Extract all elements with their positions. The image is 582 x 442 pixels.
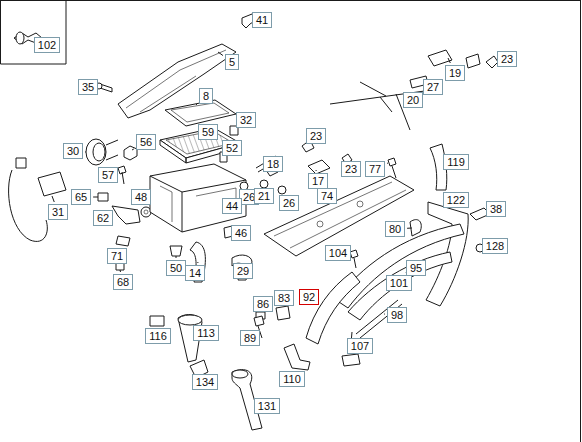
- leader-line: [448, 58, 450, 63]
- callout-number: 46: [231, 225, 251, 241]
- callout-number: 80: [385, 221, 405, 237]
- callout-number: 5: [225, 54, 239, 70]
- callout-number: 21: [254, 188, 274, 204]
- callout-number: 131: [254, 398, 280, 414]
- callout-number: 71: [107, 248, 127, 264]
- callout-number: 107: [347, 338, 373, 354]
- callout-number: 27: [423, 79, 443, 95]
- leader-line: [196, 104, 198, 106]
- callout-number: 29: [233, 263, 253, 279]
- callout-number: 20: [403, 92, 423, 108]
- callout-number: 102: [34, 37, 60, 53]
- callout-number: 134: [192, 374, 218, 390]
- callout-number: 41: [252, 12, 272, 28]
- callout-number: 95: [406, 260, 426, 276]
- leader-line: [197, 262, 198, 263]
- leader-line: [387, 163, 389, 164]
- leader-line: [316, 170, 317, 171]
- callout-number: 23: [497, 51, 517, 67]
- callout-number: 86: [253, 296, 273, 312]
- callout-number: 98: [387, 307, 407, 323]
- callout-number: 83: [274, 290, 294, 306]
- leader-line: [93, 197, 98, 198]
- callout-number: 50: [166, 260, 186, 276]
- callout-number: 113: [193, 325, 219, 341]
- callout-number: 8: [199, 88, 213, 104]
- callout-number: 44: [222, 198, 242, 214]
- callout-number: 116: [145, 328, 171, 344]
- callout-number: 19: [445, 65, 465, 81]
- callout-number: 48: [131, 189, 151, 205]
- callout-number: 52: [222, 140, 242, 156]
- callout-number: 56: [136, 134, 156, 150]
- callout-number: 26: [279, 195, 299, 211]
- callout-number: 18: [263, 156, 283, 172]
- callout-number: 17: [308, 173, 328, 189]
- leader-line: [218, 52, 223, 56]
- callout-number: 104: [325, 245, 351, 261]
- leader-line: [85, 151, 87, 152]
- callout-number: 31: [48, 204, 68, 220]
- callout-number: 59: [198, 124, 218, 140]
- leader-line: [384, 314, 386, 315]
- callout-number: 101: [386, 275, 412, 291]
- leader-line: [132, 149, 134, 150]
- callout-number: 23: [341, 161, 361, 177]
- callout-number: 57: [98, 167, 118, 183]
- callout-number: 62: [93, 210, 113, 226]
- leader-line: [407, 228, 412, 229]
- leader-line: [176, 256, 177, 258]
- callout-number: 89: [240, 330, 260, 346]
- callout-number: 110: [279, 371, 305, 387]
- callout-number: 68: [113, 274, 133, 290]
- callout-number: 119: [443, 154, 469, 170]
- callout-number: 77: [365, 161, 385, 177]
- callout-number: 65: [71, 189, 91, 205]
- leader-line: [120, 270, 122, 272]
- callout-number: 23: [306, 128, 326, 144]
- callout-number: 35: [78, 79, 98, 95]
- callout-number: 128: [482, 238, 508, 254]
- callout-number: 122: [443, 192, 469, 208]
- callout-number: 32: [236, 112, 256, 128]
- callout-number: 30: [63, 143, 83, 159]
- callout-number: 14: [185, 265, 205, 281]
- leader-line: [52, 196, 54, 202]
- callout-number: 38: [486, 201, 506, 217]
- callout-number: 74: [317, 188, 337, 204]
- callout-number: 92: [299, 289, 319, 305]
